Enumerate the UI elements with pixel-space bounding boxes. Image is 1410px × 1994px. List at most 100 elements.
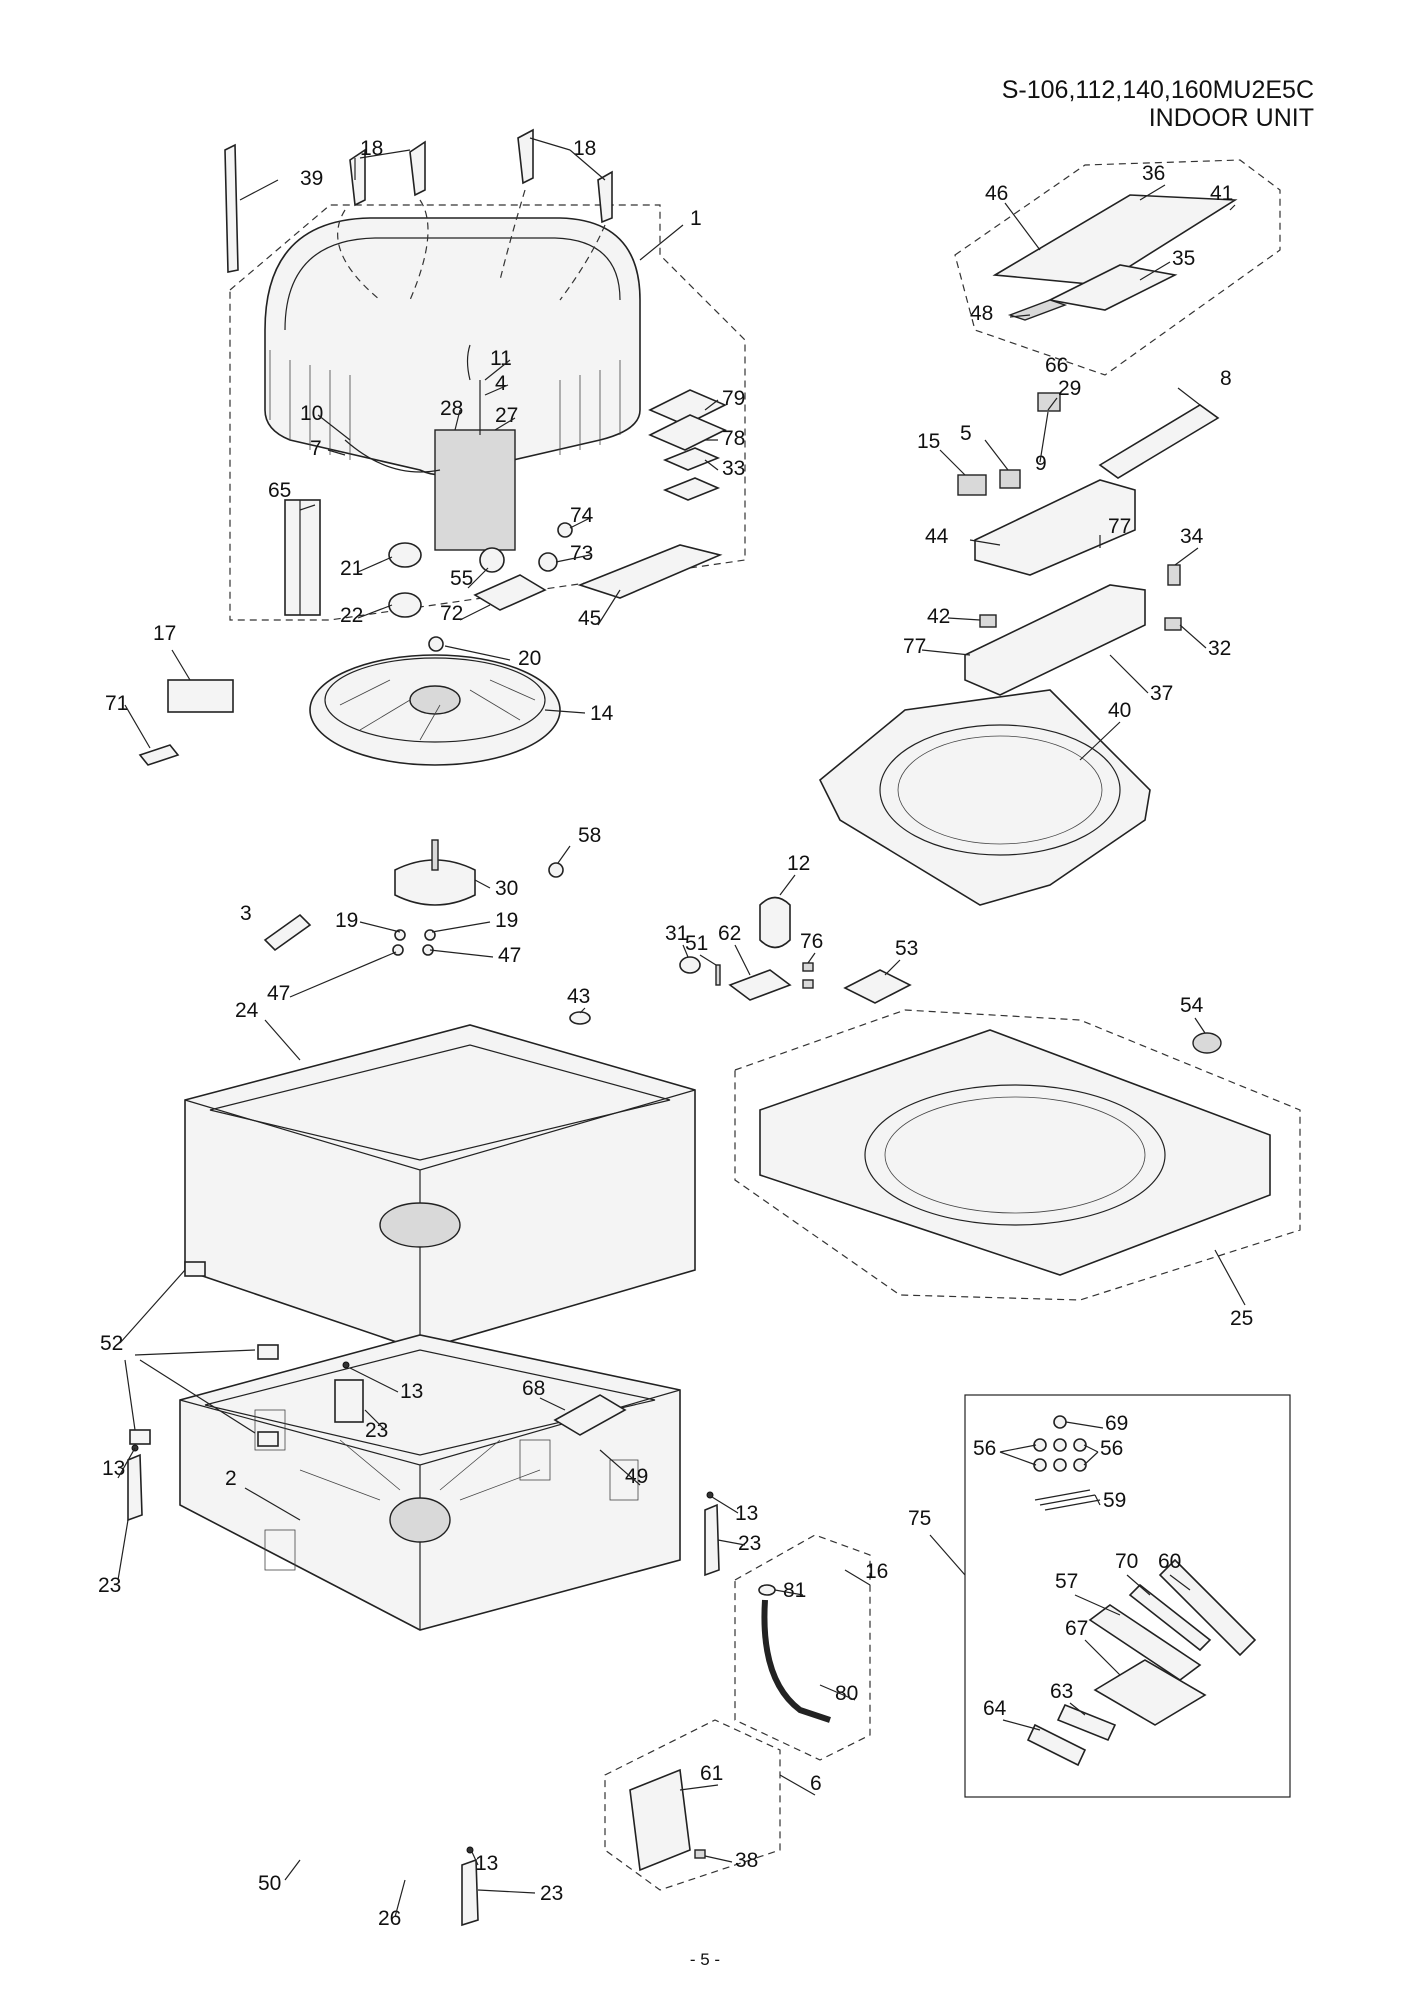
box-37: [964, 584, 1146, 696]
group-outline-25: [734, 1009, 1301, 1301]
drain-pump-group: [569, 896, 912, 1025]
callout-28: 28: [440, 397, 463, 420]
pipe-assembly: [434, 429, 516, 551]
callout-23c: 23: [738, 1532, 761, 1555]
callout-50: 50: [258, 1872, 281, 1895]
insulation-33a: [662, 447, 721, 471]
callout-36: 36: [1142, 162, 1165, 185]
cover-61: [629, 1768, 691, 1872]
bracket-23b: [127, 1453, 143, 1522]
callout-14: 14: [590, 702, 614, 725]
callout-70: 70: [1115, 1550, 1138, 1573]
callout-24: 24: [235, 999, 259, 1022]
flare-nut-55: [479, 547, 505, 573]
drain-pan-group: [184, 1024, 696, 1351]
callout-65: 65: [268, 479, 291, 502]
callout-23b: 23: [98, 1574, 121, 1597]
callout-9: 9: [1035, 452, 1047, 475]
fan-hub: [409, 685, 461, 715]
callout-53: 53: [895, 937, 918, 960]
callout-77b: 77: [903, 635, 926, 658]
callout-5: 5: [960, 422, 972, 445]
callout-69: 69: [1105, 1412, 1128, 1435]
callout-20: 20: [518, 647, 541, 670]
clip-76b: [802, 979, 814, 989]
float-switch-17: [167, 679, 234, 713]
drain-pan-24: [184, 1024, 696, 1351]
callout-12: 12: [787, 852, 810, 875]
callout-46: 46: [985, 182, 1008, 205]
control-box-44: [974, 479, 1136, 576]
clamp-81: [758, 1584, 776, 1596]
drain-pump-12: [759, 896, 791, 949]
callout-71: 71: [105, 692, 128, 715]
callout-56b: 56: [1100, 1437, 1123, 1460]
unit-title: INDOOR UNIT: [1148, 104, 1314, 132]
callout-19b: 19: [495, 909, 518, 932]
washer-47a: [392, 944, 404, 956]
callout-57: 57: [1055, 1570, 1078, 1593]
clip-42: [979, 614, 997, 628]
washer-43: [569, 1011, 591, 1025]
drain-hose-60: [1158, 1558, 1257, 1657]
motor-nut-58: [548, 862, 564, 878]
brackets-group: [127, 1261, 720, 1927]
callout-labels: 1 2 3 4 5 6 7 8 9 10 11 12 13 13 13 13 1…: [98, 137, 1253, 1930]
callout-4: 4: [495, 372, 507, 395]
clip-38: [694, 1849, 706, 1859]
callout-7: 7: [310, 437, 322, 460]
callout-78: 78: [722, 427, 745, 450]
cap-54: [1192, 1032, 1222, 1054]
bracket-23c: [704, 1503, 720, 1577]
insulation-45: [577, 544, 723, 599]
drain-pan-opening: [379, 1202, 461, 1248]
callout-32: 32: [1208, 637, 1231, 660]
model-title: S-106,112,140,160MU2E5C: [1001, 76, 1314, 104]
insulation-64: [1026, 1723, 1087, 1767]
callout-72: 72: [440, 602, 463, 625]
control-box-group: [954, 159, 1281, 696]
callout-77a: 77: [1108, 515, 1131, 538]
flare-nut-73: [538, 552, 558, 572]
callout-18b: 18: [573, 137, 596, 160]
washer-19a: [394, 929, 406, 941]
callout-73: 73: [570, 542, 593, 565]
callout-3: 3: [240, 902, 252, 925]
pcb-66: [1037, 392, 1061, 412]
group-outline-6: [604, 1719, 781, 1891]
cable-ties-59: [1034, 1489, 1101, 1511]
fan-motor: [394, 859, 476, 906]
callout-56a: 56: [973, 1437, 996, 1460]
callout-31: 31: [665, 922, 688, 945]
callout-52: 52: [100, 1332, 123, 1355]
pin-51: [715, 964, 721, 986]
nut-20: [428, 636, 444, 652]
callout-19a: 19: [335, 909, 358, 932]
pad-52c: [129, 1429, 151, 1445]
callout-47a: 47: [267, 982, 290, 1005]
callout-33: 33: [722, 457, 745, 480]
callout-67: 67: [1065, 1617, 1088, 1640]
insulation-72: [473, 574, 547, 611]
switch-group: [138, 679, 234, 766]
insulation-65: [284, 499, 321, 616]
group-outline-75: [964, 1394, 1291, 1798]
callout-13a: 13: [400, 1380, 423, 1403]
flare-nut-74: [557, 522, 573, 538]
insulation-68: [553, 1394, 627, 1436]
insulation-33b: [662, 477, 721, 501]
float-31: [679, 956, 701, 974]
terminal-5: [999, 469, 1021, 489]
bell-mouth-group: [818, 689, 1151, 906]
callout-74: 74: [570, 504, 594, 527]
callout-13b: 13: [102, 1457, 125, 1480]
float-switch-62: [728, 969, 792, 1001]
callout-76: 76: [800, 930, 823, 953]
callout-48: 48: [970, 302, 993, 325]
callout-42: 42: [927, 605, 950, 628]
callout-26: 26: [378, 1907, 401, 1930]
callout-55: 55: [450, 567, 473, 590]
bracket-18d: [597, 170, 613, 224]
screw-13a: [342, 1361, 350, 1369]
drain-motor: [389, 1497, 451, 1543]
